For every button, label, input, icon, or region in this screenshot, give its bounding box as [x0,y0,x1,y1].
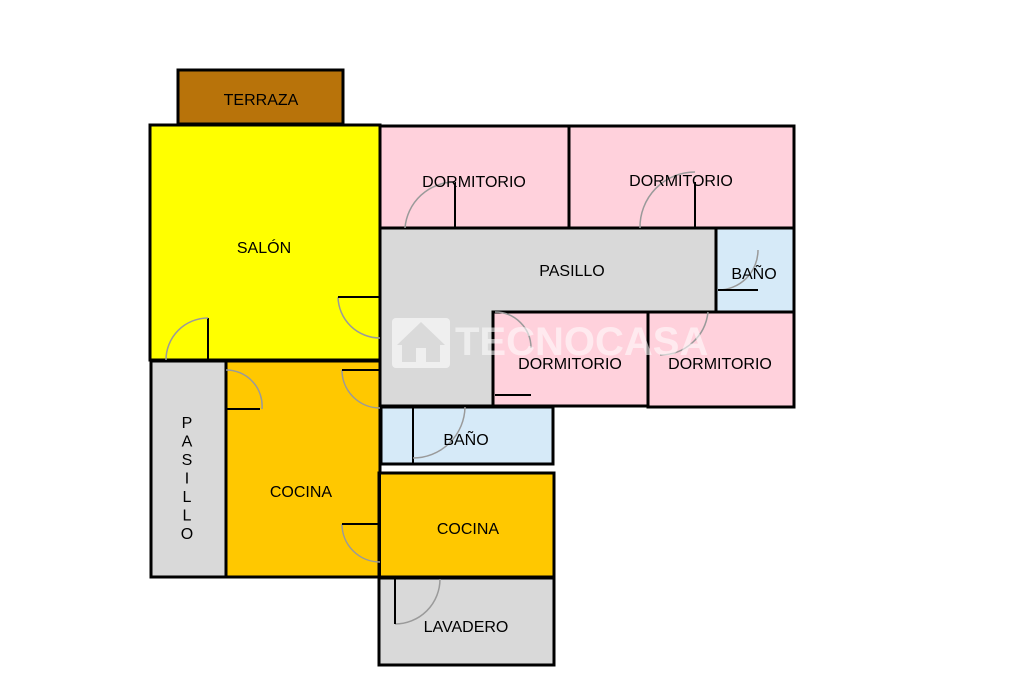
door-swing-icon [494,311,532,349]
room-pasillo-left [149,359,228,579]
label-terraza: TERRAZA [224,92,299,109]
watermark: TECNOCASA [392,318,708,368]
label-lavadero: LAVADERO [424,619,509,636]
door-swing-icon [404,181,456,229]
room-cocina-1 [224,359,382,579]
door-swing-icon [394,578,441,625]
room-labels: TERRAZA SALÓN DORMITORIO DORMITORIO PASI… [181,92,777,636]
rooms [148,68,796,667]
label-dormitorio-3: DORMITORIO [518,356,622,373]
door-swing-icon [341,369,381,409]
label-bano-1: BAÑO [731,263,776,283]
door-swing-icon [412,406,466,459]
label-bano-2: BAÑO [443,429,488,449]
label-cocina-2: COCINA [437,521,500,538]
label-cocina-1: COCINA [270,484,333,501]
door-swing-icon [659,311,709,356]
label-pasillo-main: PASILLO [539,263,605,280]
room-lavadero [377,576,556,667]
watermark-text: TECNOCASA [455,320,708,364]
house-logo-icon [392,318,450,368]
label-salon: SALÓN [237,238,291,257]
door-swing-icon [639,171,696,229]
label-dormitorio-2: DORMITORIO [629,173,733,190]
label-dormitorio-4: DORMITORIO [668,356,772,373]
room-cocina-2 [377,471,556,579]
door-swing-icon [337,296,381,339]
label-dormitorio-1: DORMITORIO [422,174,526,191]
door-swing-icon [341,523,381,563]
door-swing-icon [225,369,263,410]
interior-walls [207,182,696,578]
room-dormitorio-4 [646,310,796,409]
room-salon [148,123,382,362]
room-dormitorio-2 [567,124,796,230]
door-swing-icon [165,317,209,361]
room-bano-1 [714,226,796,314]
room-dormitorio-3 [491,310,650,408]
room-terraza [176,68,345,126]
room-bano-2 [379,405,555,466]
doors [165,171,759,625]
